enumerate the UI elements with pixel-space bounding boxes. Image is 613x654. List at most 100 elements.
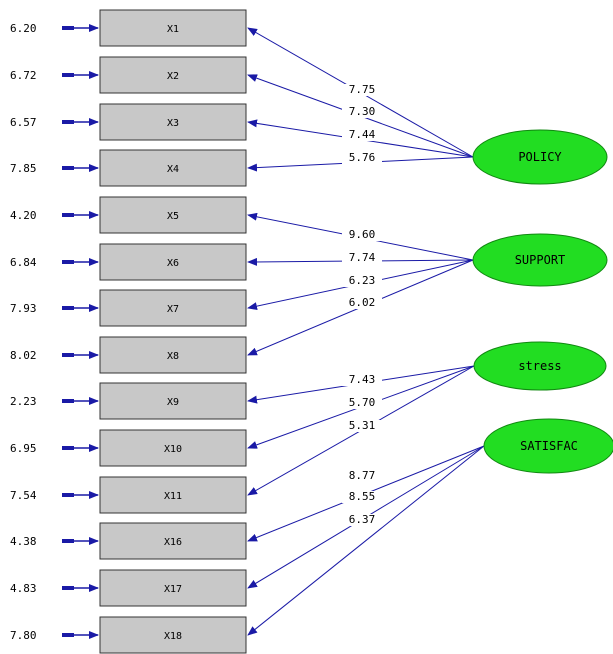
error-value-x3: 6.57	[10, 116, 37, 129]
loading-label-bg-x10	[342, 397, 382, 409]
observed-label-x1: X1	[167, 24, 179, 35]
latent-label-stress: stress	[518, 359, 561, 373]
loading-value-x18: 6.37	[349, 513, 376, 526]
observed-box-x1	[99, 9, 247, 47]
latent-label-satisfac: SATISFAC	[520, 439, 578, 453]
loading-label-bg-x9	[342, 374, 382, 386]
observed-label-x4: X4	[167, 164, 179, 175]
observed-box-x17	[99, 569, 247, 607]
error-variances: 6.20 6.72 6.57 7.85 4.20 6.84 7.93 8.02 2.23 6.95…	[10, 22, 99, 642]
latent-ellipse-support	[472, 233, 608, 287]
error-arrow-tail-x3	[62, 120, 74, 124]
error-arrow-tail-x6	[62, 260, 74, 264]
latent-ellipse-policy	[472, 129, 608, 185]
loading-labels: 7.75 7.30 7.44 5.76 9.60 7.74 6.23 6.02 7.43 5.70…	[342, 83, 382, 526]
error-arrow-tail-x9	[62, 399, 74, 403]
loading-value-x5: 9.60	[349, 228, 376, 241]
error-arrow-tail-x17	[62, 586, 74, 590]
loading-label-bg-x5	[342, 229, 382, 241]
loading-label-bg-x16	[342, 470, 382, 482]
observed-label-x5: X5	[167, 211, 179, 222]
error-value-x2: 6.72	[10, 69, 37, 82]
loading-value-x17: 8.55	[349, 490, 376, 503]
error-arrow-tail-x11	[62, 493, 74, 497]
loading-value-x9: 7.43	[349, 373, 376, 386]
loading-label-bg-x8	[342, 297, 382, 309]
error-value-x8: 8.02	[10, 349, 37, 362]
error-arrow-tail-x4	[62, 166, 74, 170]
observed-label-x8: X8	[167, 351, 179, 362]
error-value-x1: 6.20	[10, 22, 37, 35]
observed-label-x17: X17	[164, 584, 182, 595]
observed-box-x18	[99, 616, 247, 654]
error-value-x11: 7.54	[10, 489, 37, 502]
loading-label-bg-x18	[342, 514, 382, 526]
loading-label-bg-x17	[342, 491, 382, 503]
error-value-x6: 6.84	[10, 256, 37, 269]
observed-box-x11	[99, 476, 247, 514]
loading-value-x4: 5.76	[349, 151, 376, 164]
loading-value-x11: 5.31	[349, 419, 376, 432]
loading-value-x7: 6.23	[349, 274, 376, 287]
error-arrow-tail-x2	[62, 73, 74, 77]
latent-ellipse-stress	[473, 341, 607, 391]
observed-label-x7: X7	[167, 304, 179, 315]
observed-box-x10	[99, 429, 247, 467]
observed-box-x5	[99, 196, 247, 234]
error-arrow-tail-x5	[62, 213, 74, 217]
observed-label-x18: X18	[164, 631, 182, 642]
observed-label-x10: X10	[164, 444, 182, 455]
loading-label-bg-x1	[342, 84, 382, 96]
observed-box-x9	[99, 382, 247, 420]
observed-box-x7	[99, 289, 247, 327]
observed-label-x11: X11	[164, 491, 182, 502]
observed-label-x9: X9	[167, 397, 179, 408]
latent-ellipse-satisfac	[483, 418, 613, 474]
error-arrow-tail-x18	[62, 633, 74, 637]
observed-box-x16	[99, 522, 247, 560]
loading-label-bg-x3	[342, 129, 382, 141]
error-arrow-tail-x1	[62, 26, 74, 30]
loading-label-bg-x2	[342, 106, 382, 118]
loading-label-bg-x11	[342, 420, 382, 432]
observed-label-x16: X16	[164, 537, 182, 548]
latent-label-support: SUPPORT	[515, 253, 566, 267]
error-value-x7: 7.93	[10, 302, 37, 315]
loading-value-x6: 7.74	[349, 251, 376, 264]
loading-value-x16: 8.77	[349, 469, 376, 482]
observed-label-x2: X2	[167, 71, 179, 82]
observed-label-x6: X6	[167, 258, 179, 269]
error-arrow-tail-x10	[62, 446, 74, 450]
error-value-x9: 2.23	[10, 395, 37, 408]
observed-box-x3	[99, 103, 247, 141]
error-value-x18: 7.80	[10, 629, 37, 642]
error-value-x16: 4.38	[10, 535, 37, 548]
loading-label-bg-x7	[342, 275, 382, 287]
loading-value-x3: 7.44	[349, 128, 376, 141]
loading-value-x8: 6.02	[349, 296, 376, 309]
latent-label-policy: POLICY	[518, 150, 562, 164]
observed-box-x8	[99, 336, 247, 374]
observed-box-x4	[99, 149, 247, 187]
loading-value-x10: 5.70	[349, 396, 376, 409]
loading-path-satisfac-x18	[247, 445, 485, 636]
error-arrow-tail-x16	[62, 539, 74, 543]
loading-label-bg-x6	[342, 252, 382, 264]
error-value-x17: 4.83	[10, 582, 37, 595]
error-value-x5: 4.20	[10, 209, 37, 222]
error-value-x10: 6.95	[10, 442, 37, 455]
loading-paths	[247, 27, 485, 636]
error-arrow-tail-x8	[62, 353, 74, 357]
observed-label-x3: X3	[167, 118, 179, 129]
loading-value-x1: 7.75	[349, 83, 376, 96]
observed-box-x6	[99, 243, 247, 281]
error-arrow-tail-x7	[62, 306, 74, 310]
error-value-x4: 7.85	[10, 162, 37, 175]
observed-box-x2	[99, 56, 247, 94]
loading-label-bg-x4	[342, 152, 382, 164]
loading-value-x2: 7.30	[349, 105, 376, 118]
